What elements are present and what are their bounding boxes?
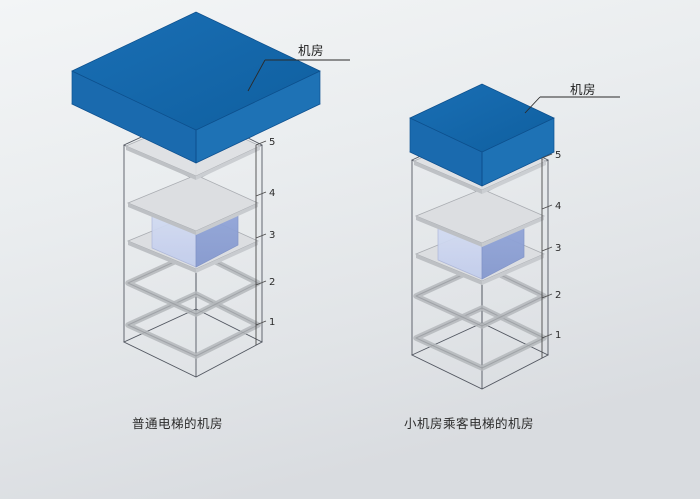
diagram-ordinary-elevator: 5 4 3 2 1 xyxy=(71,11,350,378)
diagram-small-machine-room-elevator: 5 4 3 2 1 xyxy=(409,83,620,390)
floor-label-3: 3 xyxy=(555,243,561,254)
machine-room-left xyxy=(71,11,321,164)
floor-label-1: 1 xyxy=(269,317,275,328)
callout-leader-left xyxy=(247,59,350,92)
callout-leader-right xyxy=(524,96,620,114)
floor-slab-4-right xyxy=(414,188,546,247)
floor-label-2: 2 xyxy=(555,290,561,301)
floor-label-5: 5 xyxy=(555,150,561,161)
floor-label-5: 5 xyxy=(269,137,275,148)
caption-small-machine-room-elevator: 小机房乘客电梯的机房 xyxy=(404,416,535,431)
floor-slab-4-left xyxy=(126,174,259,235)
machine-room-right xyxy=(409,83,555,187)
machine-room-callout-right: 机房 xyxy=(570,82,597,97)
machine-room-callout-left: 机房 xyxy=(298,43,325,58)
floor-label-4: 4 xyxy=(269,188,275,199)
floor-label-1: 1 xyxy=(555,330,561,341)
floor-label-2: 2 xyxy=(269,277,275,288)
floor-number-labels-right: 5 4 3 2 1 xyxy=(555,150,561,341)
floor-label-4: 4 xyxy=(555,201,561,212)
floor-number-labels-left: 5 4 3 2 1 xyxy=(269,137,275,328)
floor-label-3: 3 xyxy=(269,230,275,241)
floor-dimension-line-left xyxy=(255,140,267,345)
caption-ordinary-elevator: 普通电梯的机房 xyxy=(132,416,224,431)
floor-dimension-line-right xyxy=(541,153,553,358)
